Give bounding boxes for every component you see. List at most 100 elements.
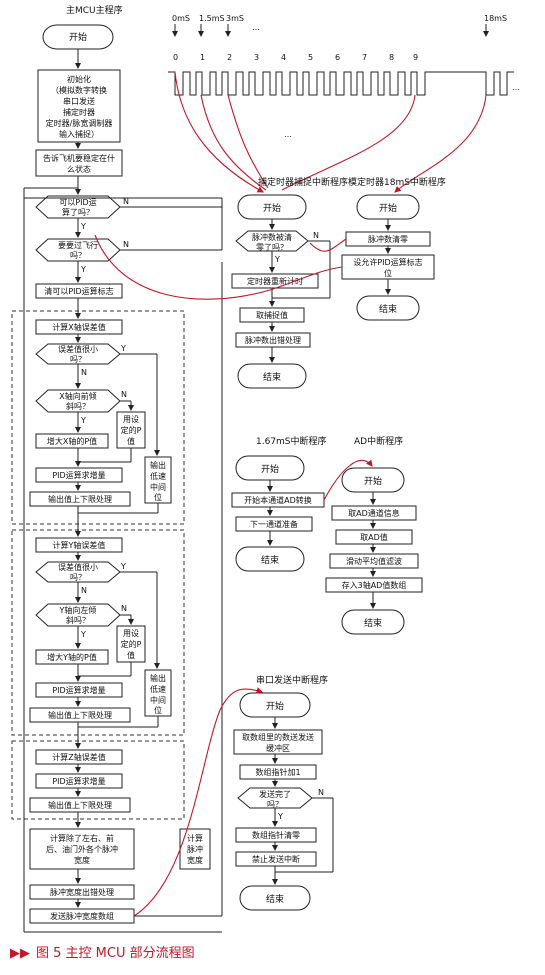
red-uart-link [133, 687, 264, 917]
init-line-2: （模拟数字转换 [51, 85, 107, 95]
y-err-yes: Y [120, 562, 126, 571]
main-title: 主MCU主程序 [66, 4, 123, 16]
uart-clear-label: 数组指针清零 [252, 830, 300, 840]
z-calc-label: 计算Z轴误差值 [52, 752, 105, 762]
isr167-start-label: 开始 [261, 463, 279, 475]
y-setp-line-3: 值 [127, 650, 135, 660]
main-start-label: 开始 [69, 31, 87, 43]
pulse-out-label: 脉冲宽度出错处理 [50, 887, 114, 897]
send-buf-label: 发送脉冲宽度数组 [50, 911, 114, 921]
capture-end-label: 结束 [263, 371, 281, 383]
red-flag-link [94, 234, 343, 300]
z-pid-box [35, 773, 123, 789]
timing-num-9: 9 [413, 53, 418, 62]
uart-q-line-1: 发送完了 [259, 789, 291, 799]
timer18-flag-line-2: 位 [384, 268, 392, 278]
y-calc-label: 计算Y轴误差值 [53, 540, 106, 550]
y-pid-box [35, 682, 123, 698]
capture-q-line-1: 脉冲数被清 [252, 232, 292, 242]
z-axis-group [11, 740, 185, 820]
uart-yes: Y [277, 812, 283, 821]
uart-load-box [233, 729, 323, 755]
timer18-start-label: 开始 [379, 202, 397, 214]
capture-pulse-out-box [235, 332, 311, 348]
timing-dots-mid: … [284, 130, 292, 139]
y-out-mid-line-2: 低速 [150, 684, 166, 694]
ad-isr-title: AD中断程序 [354, 435, 403, 447]
uart-disable-label: 禁止发送中断 [252, 854, 300, 864]
next-channel-label: 下一通道准备 [250, 519, 298, 529]
x-incp-label: 增大X轴的P值 [47, 436, 97, 446]
pulse-calc-box [29, 828, 135, 870]
y-pid-label: PID运算求增量 [52, 685, 105, 695]
z-limit-box [29, 797, 131, 813]
ad-end-label: 结束 [364, 617, 382, 629]
x-calc-label: 计算X轴误差值 [52, 322, 105, 332]
uart-load-line-1: 取数组里的数送发送 [242, 732, 314, 742]
x-axis-group [11, 310, 185, 525]
next-channel-box [235, 516, 313, 532]
pid-yes: Y [80, 222, 86, 231]
red-clear-link [309, 238, 347, 252]
uart-load-line-2: 缓冲区 [266, 743, 290, 753]
pulse-calc-line-1: 计算除了左右、前 [50, 833, 114, 843]
x-incp-box [35, 433, 109, 449]
x-out-mid-line-4: 位 [154, 492, 162, 502]
y-err-no: N [81, 586, 87, 595]
capture-pulse-out-label: 脉冲数出错处理 [245, 335, 301, 345]
ad-info-label: 取AD通道信息 [348, 508, 400, 518]
y-tilt-line-1: Y轴向左倾 [59, 605, 97, 615]
timing-dots-right: … [512, 83, 520, 92]
red-link-0 [174, 71, 264, 193]
timing-num-6: 6 [335, 53, 340, 62]
uart-ptr-box [239, 764, 317, 780]
x-err-no: N [81, 368, 87, 377]
timing-num-5: 5 [308, 53, 313, 62]
clear-pid-box [35, 283, 123, 299]
pid-q-line-1: 可以PID运 [59, 198, 96, 207]
y-tilt-yes: Y [80, 630, 86, 639]
uart-ptr-label: 数组指针加1 [255, 767, 300, 777]
timing-num-3: 3 [254, 53, 259, 62]
x-out-mid-line-2: 低速 [150, 471, 166, 481]
start-ad-label: 开始本通道AD转换 [244, 495, 312, 505]
timing-num-8: 8 [389, 53, 394, 62]
x-limit-label: 输出值上下限处理 [48, 494, 112, 504]
x-calc-box [35, 319, 123, 335]
reset-timer-label: 定时器重新计时 [247, 276, 303, 286]
timing-label-0ms: 0mS [172, 14, 190, 23]
ad-filter-box [329, 553, 419, 569]
init-line-6: 输入捕捉） [59, 129, 99, 139]
y-err-line-2: 吗？ [70, 573, 86, 582]
x-err-yes: Y [120, 344, 126, 353]
y-incp-box [35, 649, 109, 665]
timing-num-2: 2 [227, 53, 232, 62]
timing-ellipsis-top: … [252, 23, 260, 32]
y-calc-box [35, 537, 123, 553]
capture-q-line-2: 零了吗？ [256, 243, 288, 252]
timing-num-4: 4 [281, 53, 286, 62]
y-tilt-line-2: 斜吗？ [66, 615, 90, 625]
clear-pid-label: 清可以PID运算标志 [44, 286, 113, 296]
timer18-clear-label: 脉冲数清零 [368, 234, 408, 244]
y-out-mid-line-1: 输出 [150, 673, 166, 683]
capture-no: N [313, 231, 319, 240]
timer18-flag-line-1: 设允许PID运算标志 [353, 257, 422, 267]
uart-clear-box [235, 827, 317, 843]
uart-no: N [318, 788, 324, 797]
stable-yes: Y [80, 265, 86, 274]
x-out-mid-line-3: 中间 [150, 482, 166, 492]
x-pid-label: PID运算求增量 [52, 470, 105, 480]
init-line-4: 捕定时器 [63, 107, 95, 117]
ad-filter-label: 滑动平均值滤波 [346, 556, 402, 566]
y-err-line-1: 误差值很小 [58, 562, 98, 572]
pulse-calc-line-3: 宽度 [74, 855, 90, 865]
caption-arrows: ▶▶ [10, 946, 30, 961]
stable-no: N [123, 240, 129, 249]
y-limit-box [29, 707, 131, 723]
z-pid-label: PID运算求增量 [52, 776, 105, 786]
pulse-out-box [29, 884, 135, 900]
x-setp-line-3: 值 [127, 436, 135, 446]
